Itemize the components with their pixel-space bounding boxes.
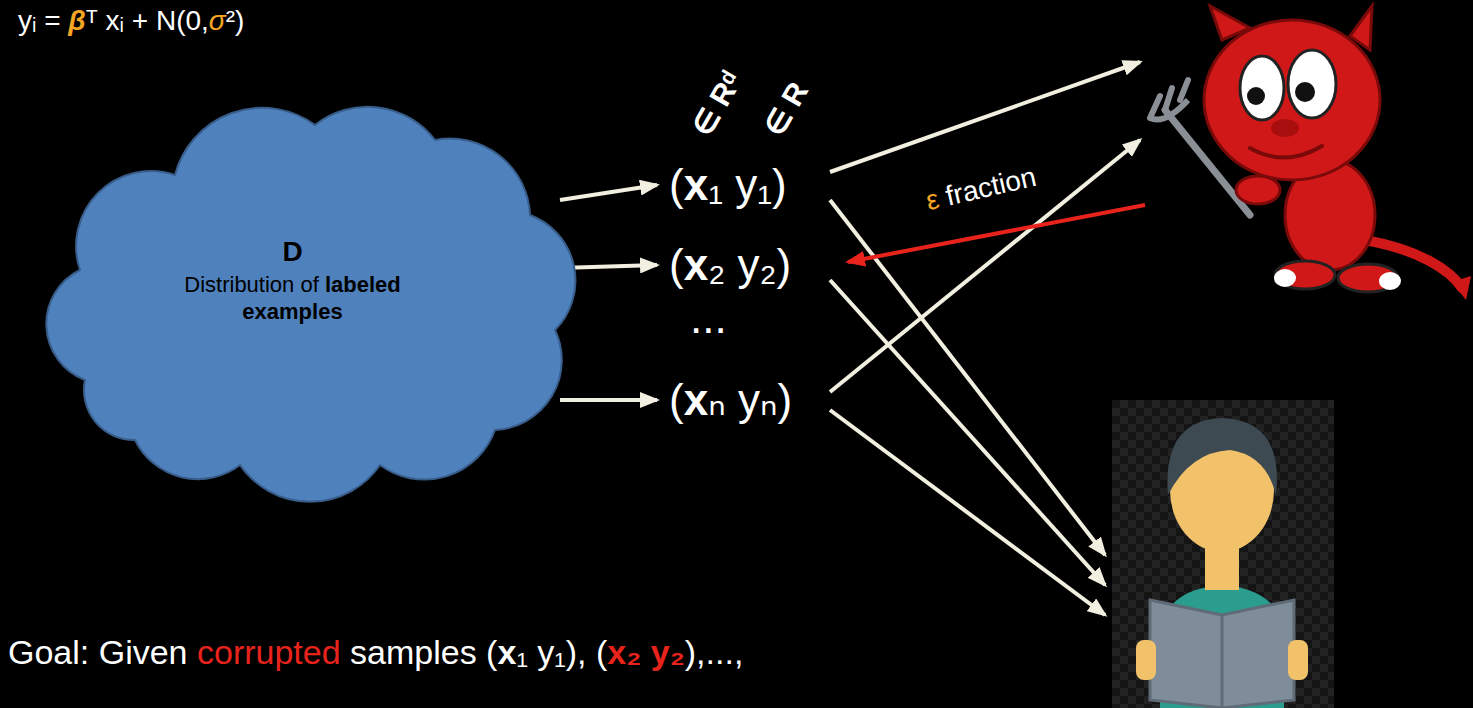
model-formula: yᵢ = βᵀ xᵢ + N(0,σ²) (18, 4, 244, 38)
devil-illustration (1150, 6, 1471, 300)
sample-pair: (x₂ y₂) (665, 237, 795, 294)
ellipsis: ... (690, 292, 727, 345)
sample-pair: (x₁ y₁) (665, 157, 791, 214)
sample-text: (x₂ y₂) (669, 239, 791, 292)
sample-pair: (xₙ yₙ) (665, 372, 796, 429)
cloud-shape (46, 107, 575, 502)
domain-annotation: ∈ R (756, 76, 816, 143)
distribution-description: Distribution of labeled examples (173, 272, 413, 325)
corruption-fraction: ε fraction (923, 160, 1040, 218)
corruption-arrow (848, 205, 1145, 262)
sample-arrow (830, 140, 1140, 392)
distribution-name: D (282, 235, 302, 269)
sample-arrow (830, 200, 1105, 555)
sample-arrows (830, 62, 1140, 615)
distribution-cloud: DDistribution of labeled examples (25, 80, 560, 480)
sampling-arrow (560, 185, 657, 200)
sample-text: (xₙ yₙ) (669, 374, 792, 427)
sample-arrow (830, 62, 1140, 172)
sample-arrow (830, 280, 1105, 585)
sample-text: (x₁ y₁) (669, 159, 787, 212)
sample-arrow (830, 410, 1105, 615)
sampling-arrow (560, 398, 657, 402)
goal-statement: Goal: Given corrupted samples (x₁ y₁), (… (8, 632, 743, 673)
learner-illustration (1112, 400, 1334, 708)
domain-annotation: ∈ Rᵈ (684, 66, 749, 143)
